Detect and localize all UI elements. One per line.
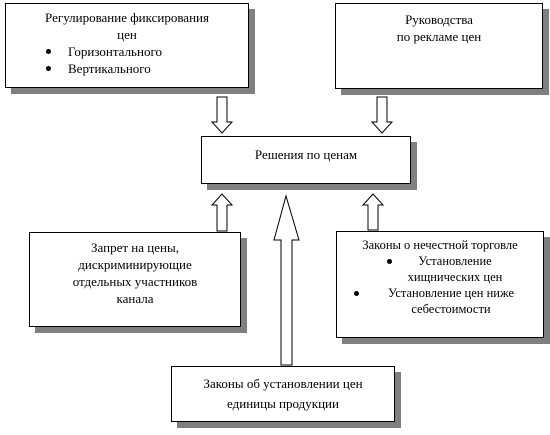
unit-pricing-line2: единицы продукции (227, 396, 339, 411)
price-fixing-title-line1: Регулирование фиксирования (45, 10, 209, 25)
pricing-decisions-box: Решения по ценам (201, 136, 411, 184)
bullet-icon (46, 66, 51, 71)
predatory-pricing-line1: Установление (418, 254, 492, 268)
down-arrow-icon (370, 96, 394, 134)
list-item: Горизонтального (46, 43, 248, 60)
bullet-icon (46, 49, 51, 54)
list-item: Установление хищнических цен (337, 253, 543, 285)
discrimination-ban-box: Запрет на цены, дискриминирующие отдельн… (29, 232, 241, 327)
unfair-trade-title: Законы о нечестной торговле (362, 238, 518, 252)
pricing-decisions-label: Решения по ценам (254, 147, 358, 162)
predatory-pricing-line2: хищнических цен (407, 270, 503, 284)
below-cost-pricing-line1: Установление цен ниже (387, 286, 515, 300)
up-arrow-icon (273, 194, 300, 366)
unit-pricing-laws-box: Законы об установлении цен единицы проду… (171, 366, 395, 422)
price-fixing-list: Горизонтального Вертикального (46, 43, 248, 77)
price-advertising-line1: Руководства (405, 12, 473, 27)
bullet-icon (387, 259, 392, 264)
price-advertising-guidelines-box: Руководства по рекламе цен (335, 3, 543, 89)
list-item-label: Горизонтального (68, 44, 162, 59)
below-cost-pricing-line2: себестоимости (411, 302, 491, 316)
up-arrow-icon (361, 193, 385, 231)
discrimination-ban-line3: отдельных участников (72, 274, 198, 289)
discrimination-ban-line2: дискриминирующие (78, 257, 192, 272)
unfair-trade-laws-box: Законы о нечестной торговле Установление… (336, 231, 544, 338)
list-item: Вертикального (46, 60, 248, 77)
price-fixing-title-line2: цен (117, 27, 137, 42)
list-item: Установление цен ниже себестоимости (337, 285, 543, 317)
discrimination-ban-line1: Запрет на цены, (91, 240, 179, 255)
price-fixing-regulation-box: Регулирование фиксирования цен Горизонта… (5, 3, 249, 88)
down-arrow-icon (210, 96, 234, 134)
price-advertising-line2: по рекламе цен (396, 29, 482, 44)
list-item-label: Вертикального (68, 61, 151, 76)
unit-pricing-line1: Законы об установлении цен (203, 376, 363, 391)
bullet-icon (354, 291, 359, 296)
discrimination-ban-line4: канала (116, 291, 154, 306)
up-arrow-icon (210, 193, 234, 232)
